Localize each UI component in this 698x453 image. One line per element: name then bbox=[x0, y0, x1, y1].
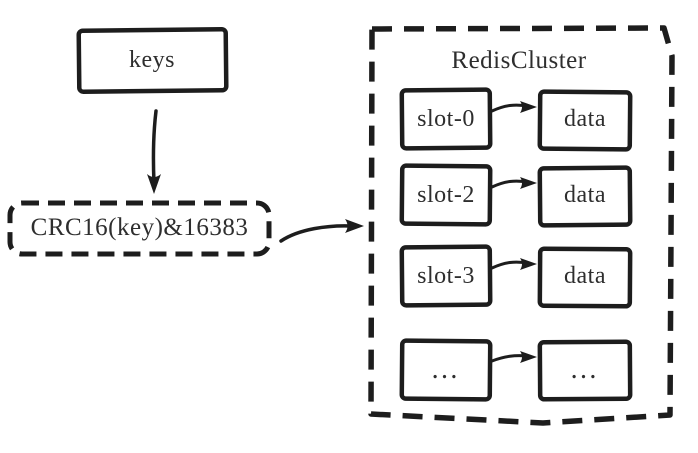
arrow-keys-to-hash-head bbox=[147, 174, 161, 194]
slot2-box-outline bbox=[399, 163, 493, 227]
data1-box-outline bbox=[537, 165, 633, 228]
data2-label: data bbox=[564, 262, 606, 289]
arrow-slot-more-to-data-head bbox=[520, 351, 537, 363]
arrow-slot3-to-data-head bbox=[520, 258, 537, 270]
data1-label: data bbox=[564, 181, 606, 208]
arrow-keys-to-hash bbox=[151, 109, 158, 185]
slot-more-label: … bbox=[430, 354, 462, 385]
cluster-title: RedisCluster bbox=[451, 47, 587, 74]
slot3-label: slot-3 bbox=[417, 262, 475, 289]
data0-box-outline bbox=[537, 89, 633, 152]
data-more-label: … bbox=[569, 354, 601, 385]
hash-box-outline bbox=[7, 200, 272, 257]
slot2-label: slot-2 bbox=[417, 181, 475, 208]
data-more-box-outline bbox=[537, 339, 633, 402]
slot3-box-outline bbox=[399, 244, 493, 308]
keys-box-outline bbox=[76, 27, 229, 94]
slot0-label: slot-0 bbox=[417, 105, 475, 132]
hash-box-label: CRC16(key)&16383 bbox=[30, 213, 249, 241]
arrow-hash-to-cluster bbox=[279, 224, 354, 243]
arrow-hash-to-cluster-head bbox=[345, 219, 364, 233]
arrow-slot0-to-data-head bbox=[520, 101, 537, 113]
data0-label: data bbox=[564, 105, 606, 132]
slot-more-box-outline bbox=[399, 338, 493, 402]
data2-box-outline bbox=[537, 246, 633, 309]
slot0-box-outline bbox=[399, 87, 493, 151]
arrow-slot2-to-data-head bbox=[520, 177, 537, 189]
keys-box-label: keys bbox=[129, 46, 175, 73]
